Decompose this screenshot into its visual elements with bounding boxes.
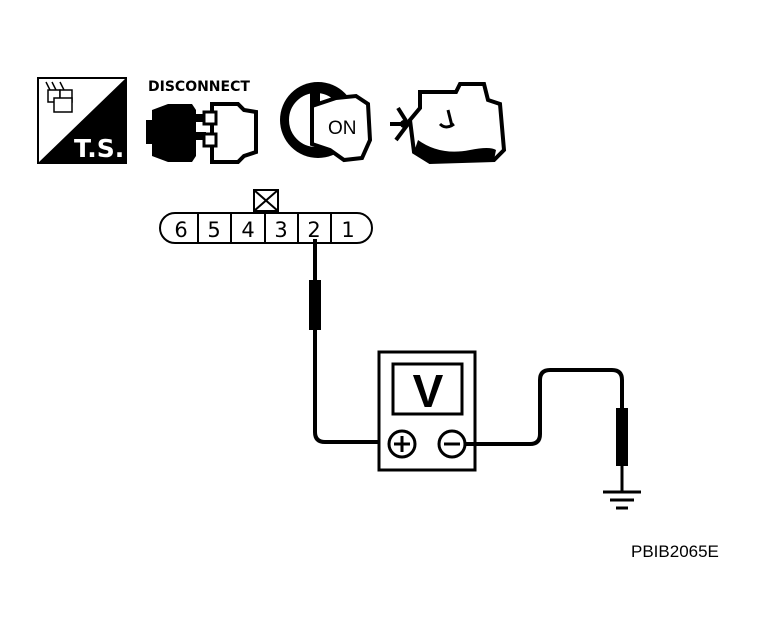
negative-probe-lead	[465, 368, 628, 491]
connector-pin-4: 4	[241, 218, 254, 242]
voltmeter: V	[377, 350, 477, 472]
connector-pin-1: 1	[341, 218, 354, 242]
ts-label: T.S.	[74, 134, 124, 163]
ground-icon	[603, 490, 641, 510]
disconnect-label: DISCONNECT	[148, 79, 250, 95]
connector-housing: 6 5 4 3 2 1	[159, 189, 373, 244]
connector-pin-5: 5	[207, 218, 220, 242]
figure-id: PBIB2065E	[631, 542, 719, 561]
disconnect-icon: DISCONNECT	[146, 79, 258, 164]
connector-pin-3: 3	[274, 218, 287, 242]
ignition-on-label: ON	[328, 118, 357, 139]
connector-pin-2: 2	[307, 218, 320, 242]
ignition-on-icon: ON	[280, 82, 373, 163]
positive-probe-lead	[309, 239, 382, 444]
trouble-shooting-icon: T.S.	[37, 77, 127, 164]
voltmeter-label: V	[413, 365, 444, 417]
connector-pin-6: 6	[174, 218, 187, 242]
engine-icon	[390, 82, 507, 165]
